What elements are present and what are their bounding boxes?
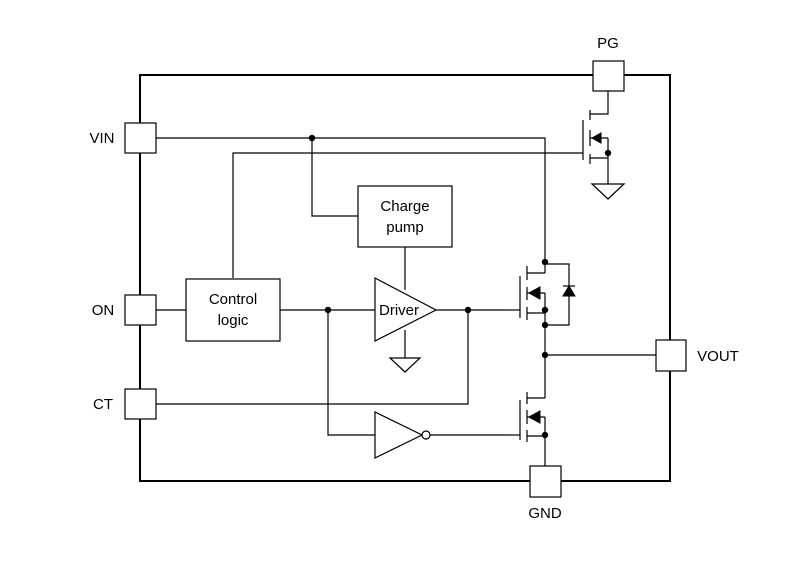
driver-amplifier <box>374 277 438 342</box>
control-logic-label-1: Control <box>209 291 257 308</box>
junction-dots <box>308 134 612 439</box>
pin-pad-gnd <box>529 465 562 498</box>
ic-boundary <box>139 74 671 482</box>
pin-label-vin: VIN <box>89 130 114 147</box>
driver-label: Driver <box>379 302 419 319</box>
charge-pump-block <box>357 185 453 248</box>
pg-mosfet <box>582 110 626 200</box>
pin-label-pg: PG <box>597 35 619 52</box>
pin-pad-on <box>124 294 157 326</box>
pin-label-ct: CT <box>93 396 113 413</box>
pin-pad-vin <box>124 122 157 154</box>
pin-label-vout: VOUT <box>697 348 739 365</box>
pin-pad-vout <box>655 339 687 372</box>
inverter <box>374 411 424 459</box>
charge-pump-label-2: pump <box>386 219 424 236</box>
ground-symbol-pg <box>590 183 626 200</box>
main-pass-mosfet <box>508 262 576 326</box>
pin-pad-ct <box>124 388 157 420</box>
charge-pump-label-1: Charge <box>380 198 429 215</box>
pin-label-on: ON <box>92 302 115 319</box>
pin-label-gnd: GND <box>528 505 562 522</box>
inverter-bubble <box>421 430 431 440</box>
control-logic-label-2: logic <box>218 312 249 329</box>
ground-symbol-driver <box>388 357 422 373</box>
pin-pad-pg <box>592 60 625 92</box>
discharge-mosfet <box>508 392 546 442</box>
wires <box>156 91 656 466</box>
control-logic-block <box>185 278 281 342</box>
